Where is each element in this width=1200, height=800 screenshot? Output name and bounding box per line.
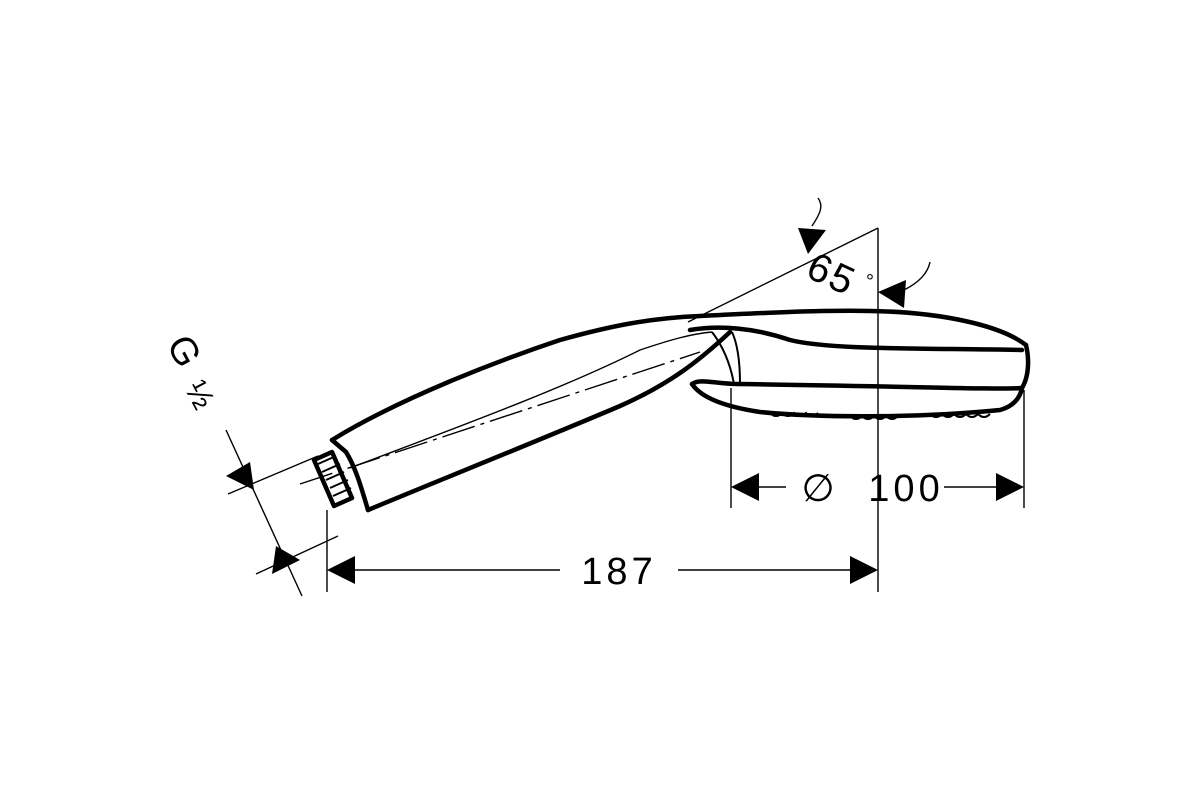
spray-face <box>689 381 1025 419</box>
hand-shower-outline <box>311 308 1031 513</box>
diameter-value: 100 <box>868 468 943 510</box>
head-crown-line <box>687 325 1025 353</box>
length-dimension: 187 <box>326 510 878 593</box>
thread-letter: G <box>158 329 209 375</box>
head-seam <box>711 331 735 385</box>
angle-unit: ° <box>866 271 874 293</box>
thread-arrow-bottom <box>272 546 300 574</box>
handle-end-cap <box>329 437 371 513</box>
handle-lower-edge <box>365 329 733 513</box>
head-bottom-edge <box>689 379 1025 391</box>
diameter-symbol: ∅ <box>801 468 834 510</box>
angle-arrow-right <box>878 280 906 308</box>
diameter-arrow-right <box>996 473 1024 501</box>
length-arrow-right <box>850 556 878 584</box>
handle-inner-line <box>349 331 713 469</box>
spray-nozzles <box>769 411 991 420</box>
length-arrow-left <box>327 556 355 584</box>
angle-reference-line <box>687 227 879 323</box>
angle-dimension: 65 ° <box>798 197 931 308</box>
center-lines <box>299 227 879 592</box>
head-right-edge <box>1019 342 1031 391</box>
angle-arrow-top <box>798 228 826 254</box>
diameter-dimension: ∅ 100 <box>730 388 1025 510</box>
thread-connector <box>311 449 355 509</box>
thread-size: ½ <box>178 374 222 414</box>
diameter-arrow-left <box>731 473 759 501</box>
angle-value: 65 <box>800 244 863 304</box>
thread-dimension: G ½ <box>158 329 339 597</box>
axis-centerline <box>299 351 701 485</box>
length-value: 187 <box>581 551 656 593</box>
head-seam-2 <box>731 331 741 385</box>
thread-arrow-top <box>226 462 254 490</box>
